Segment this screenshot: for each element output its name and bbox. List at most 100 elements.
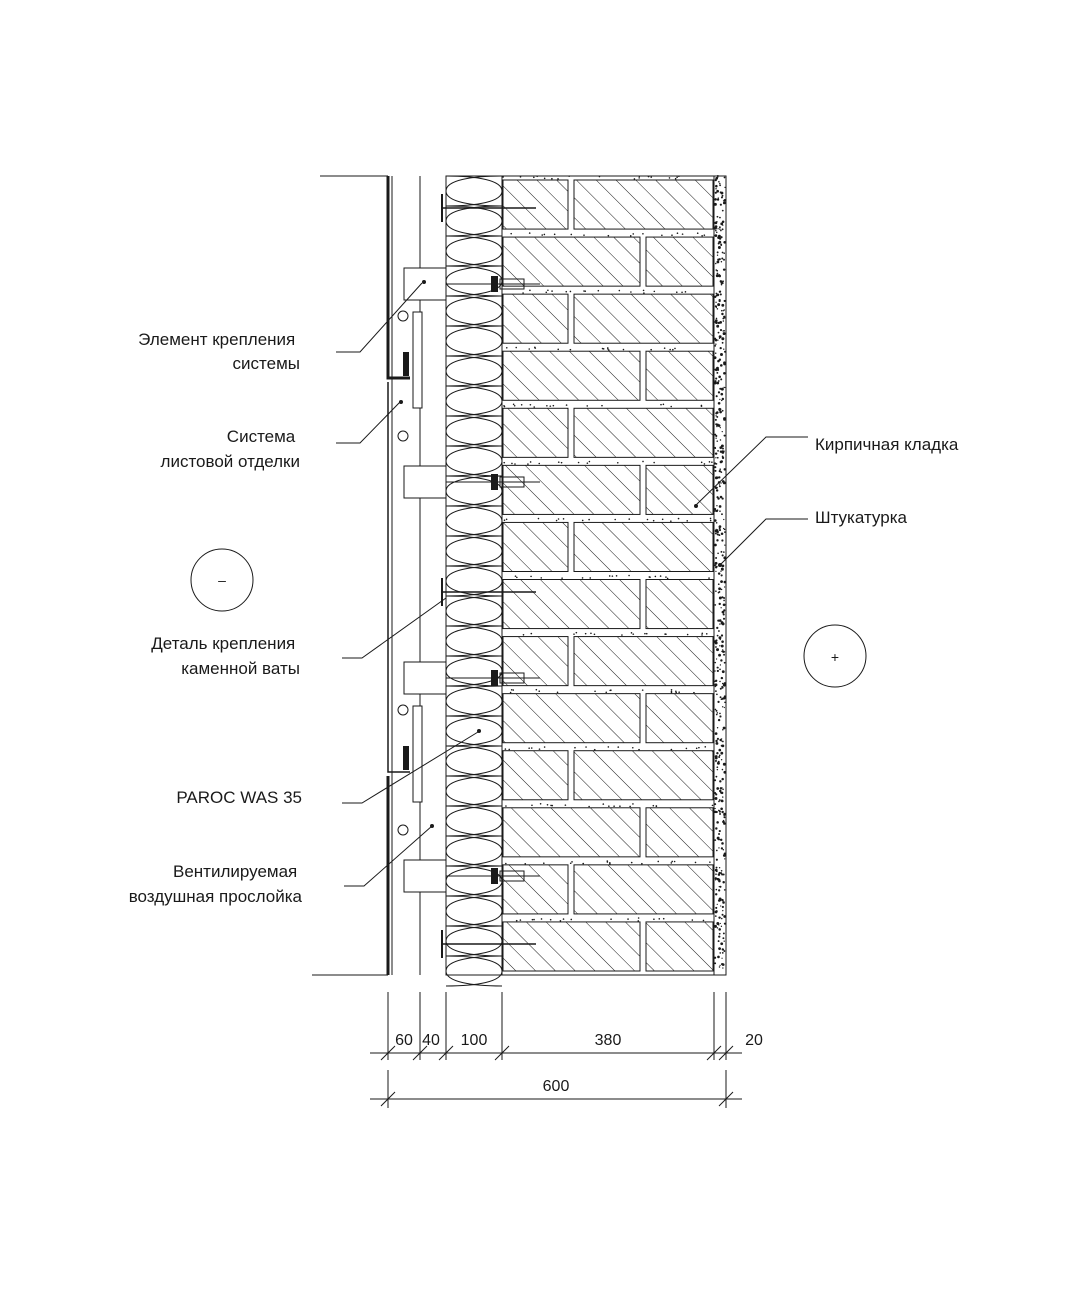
mortar-speck [641,689,644,691]
plaster-speck [718,832,721,835]
plaster-speck [715,858,718,861]
dimension-lines [370,992,742,1108]
plaster-speck [720,588,723,591]
plaster-speck [721,649,724,651]
plaster-speck [714,433,717,436]
mortar-speck [557,518,560,520]
mortar-speck [503,519,506,522]
mortar-speck [602,348,605,350]
plaster-speck [722,909,724,912]
mortar-speck [630,861,633,864]
mortar-speck [616,461,619,464]
plaster-speck [715,187,717,190]
mortar-speck [653,461,655,464]
mortar-speck [607,348,609,350]
brick [573,179,714,230]
plaster-speck [715,888,718,891]
mortar-speck [709,517,712,520]
plaster-speck [722,762,726,766]
mortar-speck [629,805,631,808]
mortar-speck [528,348,531,350]
mortar-speck [539,802,542,805]
plaster-speck [720,644,724,648]
plaster-speck [718,619,722,622]
plaster-speck [715,457,717,459]
plaster-speck [716,877,719,881]
plaster-speck [720,567,724,571]
plaster-speck [719,398,721,401]
plaster-speck [716,530,719,534]
mortar-speck [531,804,533,807]
plaster-speck [718,469,721,473]
plaster-speck [715,521,718,524]
plaster-speck [715,849,718,852]
plaster-speck [716,221,718,223]
mortar-speck [581,577,584,579]
mortar-speck [627,918,629,920]
mortar-speck [562,918,565,920]
anchor-sleeve [499,476,525,488]
brick [502,750,569,801]
mortar-speck [703,234,706,236]
mortar-speck [530,575,532,578]
negative-pressure-circle [190,548,254,612]
leader-brickwork [695,436,808,506]
mortar-speck [536,175,538,178]
mortar-speck [524,862,527,865]
plaster-speck [723,940,725,942]
plaster-speck [717,940,720,943]
mortar-speck [528,232,531,234]
plaster-speck [716,666,719,669]
mortar-speck [675,690,677,693]
plaster-speck [714,683,718,687]
mortar-speck [654,575,657,578]
mortar-speck [671,234,673,236]
plaster-speck [714,604,717,606]
mortar-speck [686,520,689,522]
plaster-speck [720,622,724,625]
mortar-speck [709,519,712,522]
mortar-speck [538,462,541,465]
plaster-speck [720,744,723,747]
plaster-speck [723,258,725,261]
plaster-speck [721,873,724,876]
mortar-speck [513,404,516,407]
plaster-speck [715,305,718,308]
positive-pressure-sign: + [831,649,839,665]
mortar-speck [557,178,559,180]
plaster-speck [716,176,719,179]
plaster-speck [716,308,719,310]
plaster-speck [722,332,726,336]
plaster-speck [718,935,721,938]
plaster-speck [720,570,722,572]
plaster-speck [717,718,721,722]
mortar-speck [508,748,511,751]
plaster-speck [714,807,716,810]
mortar-speck [652,804,655,807]
plaster-speck [713,810,717,814]
mortar-speck [597,289,600,292]
mortar-speck [643,292,645,294]
mortar-speck [700,405,703,407]
plaster-speck [720,847,724,850]
mortar-speck [674,177,677,180]
vertical-profile [412,311,423,409]
plaster-speck [718,290,722,293]
plaster-speck [721,738,723,740]
plaster-speck [721,431,723,433]
plaster-speck [716,215,719,218]
mortar-speck [711,804,714,807]
leader-dot [694,504,698,508]
plaster-speck [714,708,717,711]
mortar-speck [617,746,620,748]
mortar-speck [658,918,661,920]
plaster-speck [714,879,717,881]
dimension-tick [438,1045,454,1061]
plaster-speck [718,237,722,240]
mortar-speck [708,461,711,463]
mortar-speck [674,347,676,350]
plaster-speck [716,371,719,374]
plaster-speck [717,838,720,841]
plaster-speck [720,196,723,199]
plaster-speck [718,800,720,803]
